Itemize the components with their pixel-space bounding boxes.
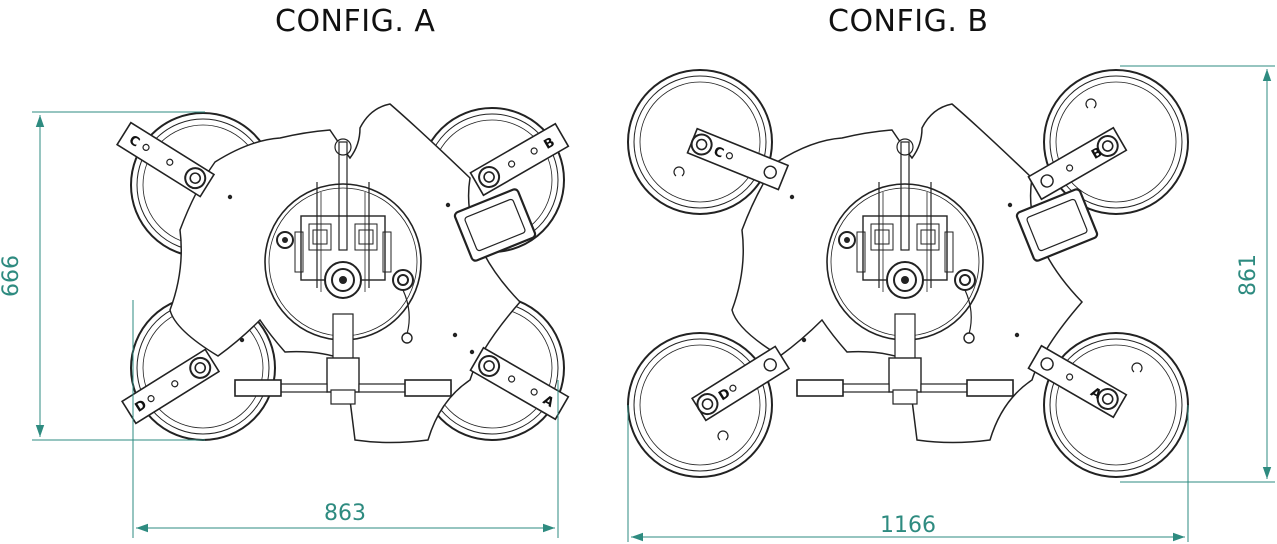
config-b-width-dim: 1166 bbox=[880, 513, 936, 538]
config-b-height-dim: 861 bbox=[1236, 254, 1261, 296]
config-b-drawing: C B D A bbox=[627, 69, 1189, 478]
config-b-title: CONFIG. B bbox=[828, 4, 989, 39]
config-a-title: CONFIG. A bbox=[275, 4, 436, 39]
config-a-width-dim: 863 bbox=[324, 501, 366, 526]
dimensions bbox=[32, 65, 1275, 542]
config-a-drawing: C B D A bbox=[115, 103, 570, 444]
config-a-height-dim: 666 bbox=[0, 255, 24, 297]
